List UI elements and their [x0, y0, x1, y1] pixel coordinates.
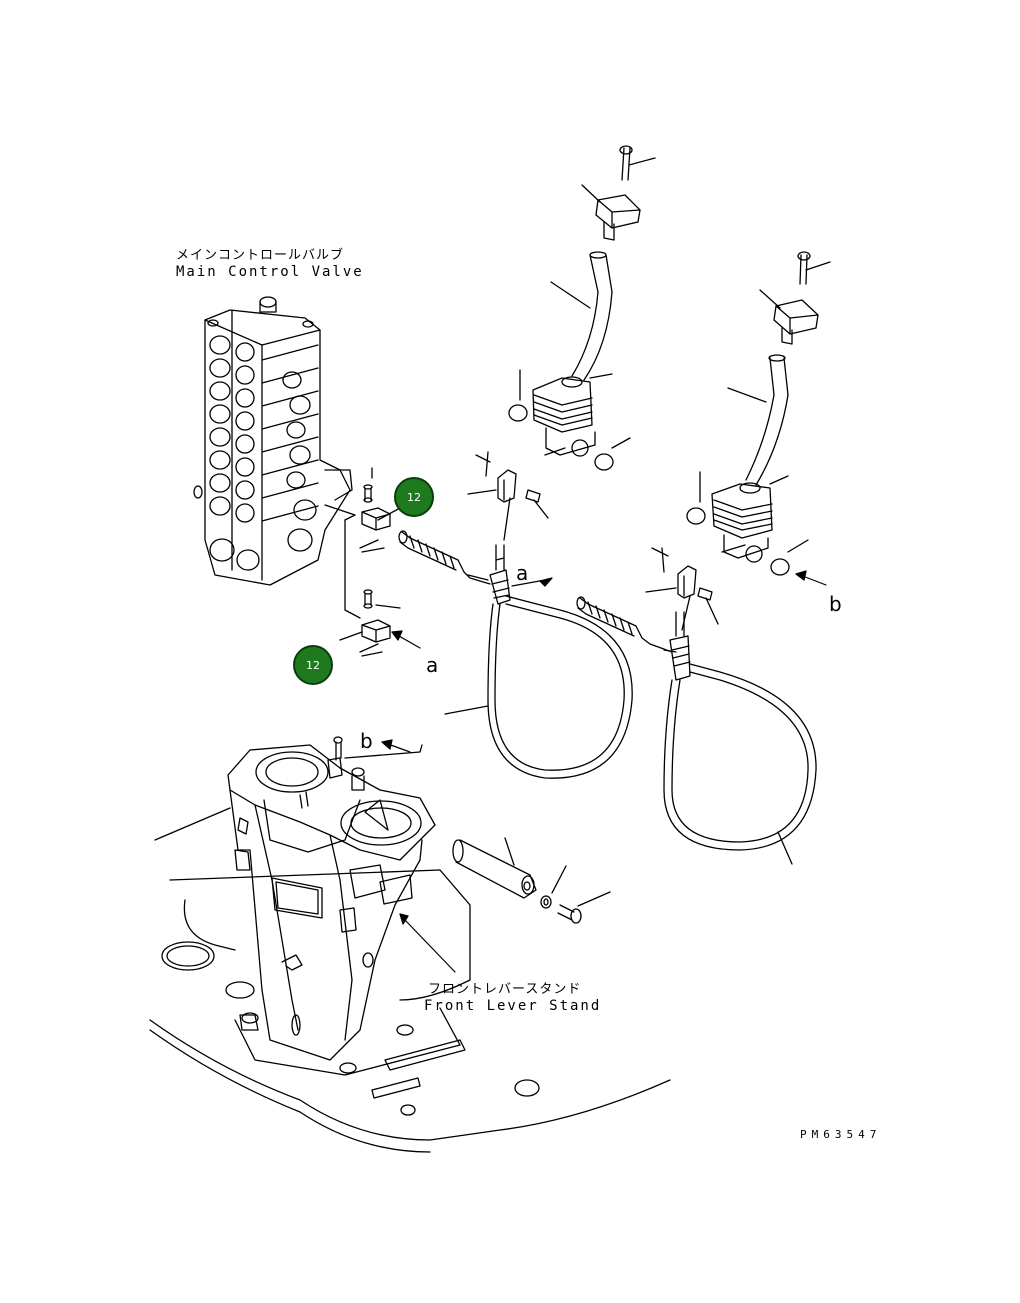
valve-link-lower [344, 519, 361, 619]
valve-sections [193, 296, 353, 571]
front-lever-stand [154, 736, 436, 1074]
main-control-valve [193, 296, 353, 586]
arrow-b-stand [387, 743, 411, 753]
lever-stand-label-en: Front Lever Stand [424, 998, 602, 1014]
main-valve-label-en: Main Control Valve [176, 264, 364, 280]
control-cable-left [398, 530, 633, 779]
upper-clevis [359, 467, 401, 553]
marker-a-right: a [516, 561, 529, 585]
marker-b-right: b [829, 592, 842, 616]
valve-link-upper [324, 504, 356, 521]
callout-badge-upper[interactable]: 12 [394, 477, 434, 517]
lever-stand-label-jp: フロントレバースタンド [428, 982, 582, 997]
marker-b-stand: b [360, 729, 373, 753]
lower-clevis [339, 589, 421, 657]
right-control-lever [645, 251, 831, 631]
leader-lever-stand [404, 919, 456, 973]
callout-badge-lower[interactable]: 12 [293, 645, 333, 685]
control-cable-right [576, 596, 817, 865]
left-control-lever [467, 145, 656, 541]
drawing-code: PM63547 [800, 1128, 882, 1141]
main-valve-label-jp: メインコントロールバルブ [176, 248, 345, 263]
pivot-shaft [452, 837, 611, 924]
marker-a-left: a [426, 653, 439, 677]
floor-plate [149, 869, 671, 1153]
